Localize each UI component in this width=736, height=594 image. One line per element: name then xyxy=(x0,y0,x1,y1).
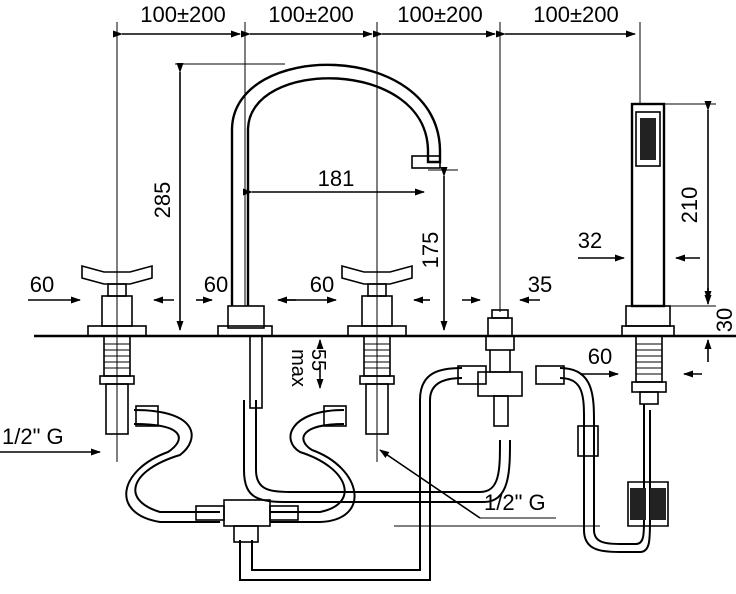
right-thread-label: 1/2" G xyxy=(484,490,546,515)
t-connector xyxy=(135,365,669,543)
dim-spacing-2: 100±200 xyxy=(268,2,354,27)
top-dimensions: 100±200 100±200 100±200 100±200 xyxy=(113,2,636,38)
dim-handle-left-offset: 60 xyxy=(30,272,54,297)
dim-spout-height: 285 xyxy=(150,182,175,219)
dim-spout-left-offset: 60 xyxy=(204,272,228,297)
diverter-valve xyxy=(477,309,523,427)
extension-lines xyxy=(116,22,716,462)
dim-spacing-4: 100±200 xyxy=(533,2,619,27)
dim-spout-reach: 181 xyxy=(318,166,355,191)
dim-shower-height: 210 xyxy=(677,187,702,224)
dim-spacing-3: 100±200 xyxy=(397,2,483,27)
gooseneck-spout xyxy=(217,63,442,337)
hand-shower xyxy=(621,102,675,337)
dim-handle-right-offset: 60 xyxy=(310,272,334,297)
dim-max-value: 55 xyxy=(307,349,329,371)
dim-shower-base-offset: 60 xyxy=(588,344,612,369)
dim-shower-width: 32 xyxy=(578,228,602,253)
dim-spacing-1: 100±200 xyxy=(140,2,226,27)
threaded-shanks xyxy=(99,335,667,435)
left-thread-label: 1/2" G xyxy=(2,424,64,449)
dim-mixer-offset: 35 xyxy=(528,272,552,297)
dim-max-label: max xyxy=(287,349,309,387)
dim-deck-thickness: 30 xyxy=(712,308,736,332)
supply-hoses xyxy=(125,367,651,581)
dim-outlet-height: 175 xyxy=(418,232,443,269)
